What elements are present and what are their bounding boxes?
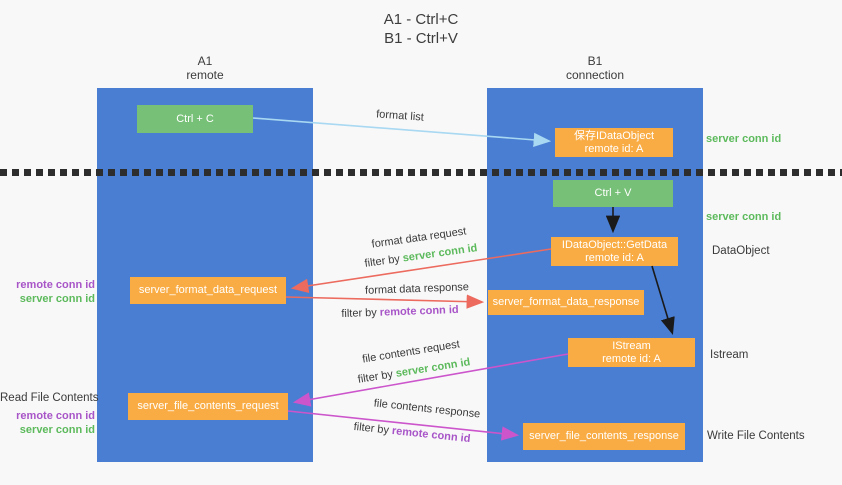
annotation-server-conn-id-left-1: server conn id: [19, 293, 95, 305]
node-file-request-label: server_file_contents_request: [137, 400, 279, 412]
annotation-server-conn-id-top: server conn id: [706, 133, 782, 145]
node-format-request-label: server_format_data_request: [138, 284, 278, 296]
annotation-server-conn-id-left-2: server conn id: [19, 424, 95, 436]
node-server-file-contents-request: server_file_contents_request: [128, 393, 288, 420]
server-conn-id-term: server conn id: [401, 242, 479, 265]
lifeline-a1-name: A1: [197, 54, 213, 68]
label-file-contents-response: file contents response: [373, 397, 481, 421]
label-format-list: format list: [375, 108, 425, 124]
filter-by-text: filter by: [353, 420, 390, 437]
remote-conn-id-term: remote conn id: [379, 303, 459, 319]
arrow-format-data-response: [285, 294, 485, 309]
lifeline-header-b1: B1 connection: [487, 54, 703, 82]
node-server-format-data-request: server_format_data_request: [130, 277, 286, 304]
label-format-data-response: format data response: [364, 281, 470, 297]
server-conn-id-term: server conn id: [394, 356, 472, 380]
annotation-remote-conn-id-2: remote conn id: [16, 410, 95, 422]
lifeline-header-a1: A1 remote: [97, 54, 313, 82]
node-ctrl-c: Ctrl + C: [137, 105, 253, 133]
node-getdata-subtitle: remote id: A: [585, 251, 644, 264]
remote-conn-id-term: remote conn id: [391, 424, 471, 446]
filter-by-text: filter by: [341, 306, 378, 321]
node-file-response-label: server_file_contents_response: [529, 430, 679, 442]
node-save-idataobject-title: 保存IDataObject: [573, 129, 655, 142]
node-istream: IStream remote id: A: [568, 338, 695, 367]
node-ctrl-v: Ctrl + V: [553, 180, 673, 207]
annotation-dataobject: DataObject: [712, 245, 770, 257]
node-format-response-label: server_format_data_response: [492, 296, 640, 308]
node-idataobject-getdata: IDataObject::GetData remote id: A: [551, 237, 678, 266]
annotation-read-file-contents: Read File Contents: [0, 392, 99, 404]
dotted-separator-line: [0, 169, 842, 176]
node-save-idataobject-subtitle: remote id: A: [584, 142, 644, 155]
lifeline-b1-role: connection: [565, 68, 625, 82]
annotation-istream: Istream: [710, 349, 749, 361]
filter-by-text: filter by: [356, 368, 394, 386]
node-getdata-title: IDataObject::GetData: [561, 238, 668, 251]
node-server-file-contents-response: server_file_contents_response: [523, 423, 685, 450]
node-istream-subtitle: remote id: A: [602, 352, 661, 365]
annotation-write-file-contents: Write File Contents: [707, 430, 805, 442]
lifeline-a1-role: remote: [186, 68, 224, 82]
filter-by-text: filter by: [363, 253, 401, 270]
diagram-title: A1 - Ctrl+C B1 - Ctrl+V: [0, 10, 842, 48]
node-ctrl-c-label: Ctrl + C: [176, 112, 214, 125]
title-line-2: B1 - Ctrl+V: [384, 30, 458, 47]
node-istream-title: IStream: [612, 339, 651, 352]
title-line-1: A1 - Ctrl+C: [383, 11, 459, 28]
annotation-remote-conn-id-1: remote conn id: [16, 279, 95, 291]
lifeline-b1-name: B1: [587, 54, 603, 68]
node-server-format-data-response: server_format_data_response: [488, 290, 644, 315]
node-ctrl-v-label: Ctrl + V: [594, 187, 632, 199]
node-save-idataobject: 保存IDataObject remote id: A: [555, 128, 673, 157]
annotation-server-conn-id-mid: server conn id: [706, 211, 782, 223]
